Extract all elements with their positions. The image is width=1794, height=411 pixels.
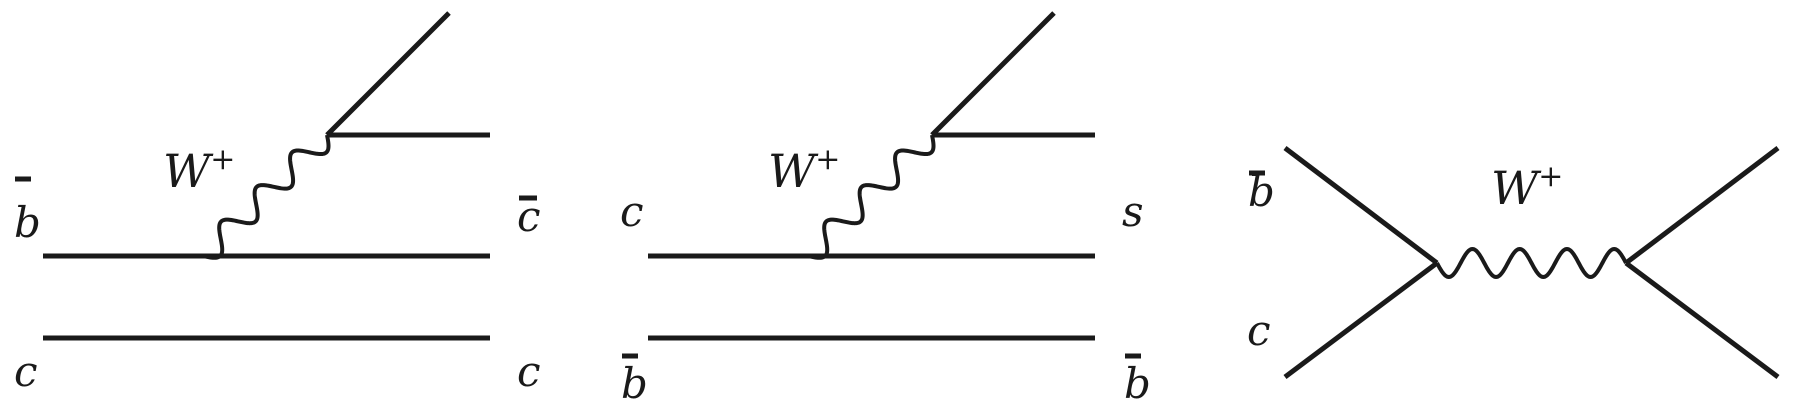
d1-top-right-text: c [517,192,541,241]
d3-label-top-left: b [1248,167,1275,216]
d1-w-label: W+ [163,142,235,198]
d1-label-top-right: c [517,192,541,241]
d1-bottom-right-text: c [517,347,541,396]
diagram-2: W+ c s b b [620,11,1151,408]
d1-w-boson-propagator [202,134,331,260]
d1-bottom-left-text: c [14,347,38,396]
d3-outgoing-lower [1624,261,1780,379]
d3-incoming-lower [1283,261,1439,379]
diagram-1: W+ b c c c [14,11,541,396]
d3-w-label: W+ [1491,159,1563,215]
d3-outgoing-upper [1624,146,1780,265]
d1-outgoing-upper [325,11,451,137]
d3-top-left-text: b [1248,167,1275,216]
d2-bottom-left-text: b [621,359,648,408]
d3-bottom-left-text: c [1247,306,1271,355]
d2-w-boson-propagator [807,134,936,260]
diagram-3: W+ b c [1247,146,1780,379]
d2-outgoing-upper [930,11,1056,137]
d2-label-bottom-right: b [1124,353,1151,408]
d2-label-bottom-left: b [621,353,648,408]
d3-w-boson-propagator [1435,246,1628,280]
d2-top-left-text: c [620,187,644,236]
d1-top-left-text: b [14,198,41,247]
d1-label-top-left: b [14,176,41,247]
d2-w-label: W+ [768,142,840,198]
d2-top-right-text: s [1122,187,1144,236]
d2-bottom-right-text: b [1124,359,1151,408]
d3-incoming-upper [1283,146,1439,265]
